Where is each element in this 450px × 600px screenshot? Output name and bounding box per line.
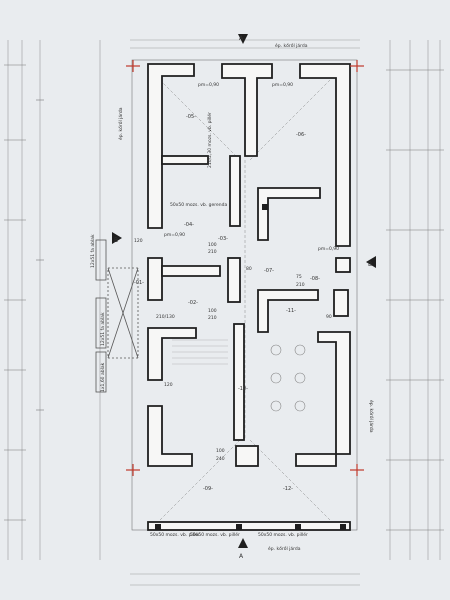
wall-inner-1 xyxy=(161,155,209,165)
room-06: -06- xyxy=(296,132,306,138)
wall-bottom-left xyxy=(147,405,193,467)
dim-90: 90 xyxy=(326,314,332,320)
wall-right-stub xyxy=(335,257,351,273)
dim-240: 240 xyxy=(216,456,225,462)
section-b-left: B xyxy=(114,237,118,244)
wall-center-beam xyxy=(161,265,221,277)
note-pillar-3: 50x50 mozs. vb. pillér xyxy=(150,531,200,538)
wall-top-center xyxy=(221,63,273,157)
dim-pm4: pm=0,90 xyxy=(164,232,185,238)
room-08: -08- xyxy=(310,276,320,282)
note-window-2: 12x51 fa ablak xyxy=(100,312,106,346)
wall-right-mid xyxy=(257,289,319,333)
room-04: -04- xyxy=(184,222,194,228)
note-window-1: 12x51 fa ablak xyxy=(90,234,96,268)
note-pillar-4: 50x50 mozs. vb. pillér xyxy=(190,531,240,538)
note-bottom-terrace: ép. kőről járda xyxy=(268,545,301,552)
wall-top-left xyxy=(147,63,195,229)
labels: ép. kőről járda ép. kőről járda ép. kőrő… xyxy=(90,35,375,560)
room-12: -12- xyxy=(283,486,293,492)
dim-100: 100 xyxy=(208,242,217,248)
wall-center-mid xyxy=(227,257,241,303)
wall-top-right xyxy=(299,63,351,247)
wall-right-post xyxy=(333,289,349,317)
roof-hip-lines xyxy=(159,79,331,521)
wall-center-left xyxy=(147,257,163,301)
tile-hatch xyxy=(172,339,228,365)
wall-center-long xyxy=(233,323,245,441)
dim-100b: 100 xyxy=(208,308,217,314)
room-03: -03- xyxy=(218,236,228,242)
dim-80: 80 xyxy=(246,266,252,272)
room-09: -09- xyxy=(203,486,213,492)
wall-bottom-center xyxy=(235,445,259,467)
dim-210b: 210 xyxy=(208,315,217,321)
red-markers xyxy=(126,60,364,476)
dim-120: 120 xyxy=(134,238,143,244)
bathroom-fixtures xyxy=(270,344,306,412)
dim-pm2: pm=0,90 xyxy=(272,82,293,88)
wall-footing xyxy=(147,521,351,531)
note-left-terrace: ép. kőről járda xyxy=(117,107,124,140)
dim-pm3: pm=0,90 xyxy=(318,246,339,252)
room-01: -01- xyxy=(134,280,144,286)
dim-210c: 210 xyxy=(296,282,305,288)
section-arrows xyxy=(112,34,376,548)
note-pillar-5: 50x50 mozs. vb. pillér xyxy=(258,531,308,538)
room-02: -02- xyxy=(188,300,198,306)
dim-210: 210 xyxy=(208,249,217,255)
room-11: -11- xyxy=(286,308,296,314)
note-pillar-1: 210/2,30 mozs. vb. pillér xyxy=(206,112,213,168)
section-a-bottom: A xyxy=(239,553,244,560)
dim-210-130: 210/130 xyxy=(156,314,175,320)
room-10: -10- xyxy=(238,386,248,392)
dim-75: 75 xyxy=(296,274,302,280)
dim-pm: pm=0,90 xyxy=(198,82,219,88)
room-07: -07- xyxy=(264,268,274,274)
section-a-top: A xyxy=(239,35,244,42)
wall-bottom-right xyxy=(295,453,337,467)
dimension-ticks xyxy=(4,64,444,531)
note-right-terrace: ép. kőről járda xyxy=(368,400,375,433)
pillars xyxy=(155,204,346,530)
wall-left-mid xyxy=(147,327,197,381)
wall-inner-3 xyxy=(257,187,321,241)
dim-100c: 100 xyxy=(216,448,225,454)
note-door-box: 1x1,60 ablak xyxy=(100,362,106,392)
section-b-right: B xyxy=(368,261,372,268)
dim-120b: 120 xyxy=(164,382,173,388)
note-top-terrace: ép. kőről járda xyxy=(275,42,308,49)
left-openings xyxy=(95,239,139,393)
walls xyxy=(147,63,351,531)
wall-inner-2 xyxy=(229,155,241,227)
note-pillar-2: 50x50 mozs. vb. gerenda xyxy=(170,202,227,208)
room-05: -05- xyxy=(186,114,196,120)
